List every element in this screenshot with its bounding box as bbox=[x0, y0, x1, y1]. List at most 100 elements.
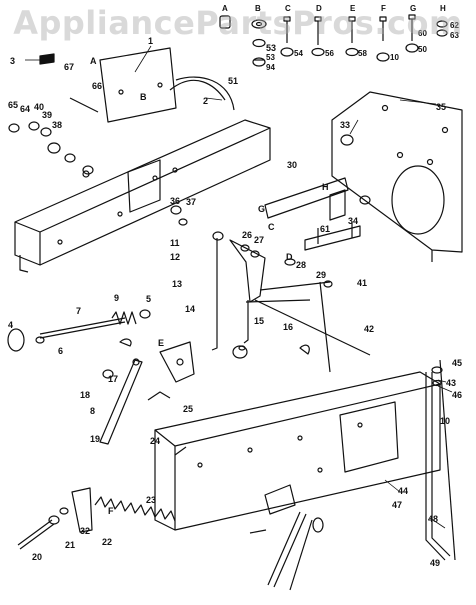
callout-33: 33 bbox=[340, 120, 350, 130]
svg-text:E: E bbox=[350, 4, 356, 13]
svg-text:D: D bbox=[316, 4, 322, 13]
callout-47: 47 bbox=[392, 500, 402, 510]
callout-20: 20 bbox=[32, 552, 42, 562]
callout-22: 22 bbox=[102, 537, 112, 547]
callout-29: 29 bbox=[316, 270, 326, 280]
arm-48 bbox=[439, 359, 456, 561]
callout-15: 15 bbox=[254, 316, 264, 326]
svg-text:10: 10 bbox=[390, 53, 399, 62]
shaft-7 bbox=[39, 317, 126, 339]
callout-labels: 1 2 3 4 5 6 7 8 9 10 11 12 13 14 15 16 1… bbox=[8, 36, 462, 568]
callout-46: 46 bbox=[452, 390, 462, 400]
linkage-hardware-left bbox=[8, 97, 99, 175]
center-linkage bbox=[211, 231, 333, 373]
callout-37: 37 bbox=[186, 197, 196, 207]
callout-3: 3 bbox=[10, 56, 15, 66]
rail-42 bbox=[254, 299, 371, 356]
svg-text:D: D bbox=[286, 252, 293, 262]
bracket-30 bbox=[264, 177, 361, 251]
svg-text:H: H bbox=[440, 4, 446, 13]
svg-text:G: G bbox=[410, 4, 416, 13]
callout-2: 2 bbox=[203, 96, 208, 106]
callout-39: 39 bbox=[42, 110, 52, 120]
callout-41: 41 bbox=[357, 278, 367, 288]
callout-65: 65 bbox=[8, 100, 18, 110]
svg-text:F: F bbox=[381, 4, 386, 13]
svg-text:56: 56 bbox=[325, 49, 334, 58]
lever-assembly-19 bbox=[99, 338, 195, 445]
callout-42: 42 bbox=[364, 324, 374, 334]
svg-text:54: 54 bbox=[294, 49, 303, 58]
rod-47 bbox=[425, 372, 451, 561]
hardware-legend bbox=[219, 14, 448, 67]
callout-5: 5 bbox=[146, 294, 151, 304]
svg-text:H: H bbox=[322, 182, 329, 192]
callout-43: 43 bbox=[446, 378, 456, 388]
cap-3 bbox=[39, 53, 55, 65]
callout-4: 4 bbox=[8, 320, 13, 330]
svg-text:53: 53 bbox=[266, 53, 275, 62]
svg-text:50: 50 bbox=[418, 45, 427, 54]
callout-67: 67 bbox=[64, 62, 74, 72]
callout-66: 66 bbox=[92, 81, 102, 91]
callout-9: 9 bbox=[114, 293, 119, 303]
svg-text:B: B bbox=[255, 4, 261, 13]
svg-text:F: F bbox=[108, 506, 114, 516]
callout-48: 48 bbox=[428, 514, 438, 524]
callout-12: 12 bbox=[170, 252, 180, 262]
svg-text:63: 63 bbox=[450, 31, 459, 40]
callout-64: 64 bbox=[20, 104, 30, 114]
callout-13: 13 bbox=[172, 279, 182, 289]
svg-text:C: C bbox=[285, 4, 291, 13]
callout-11: 11 bbox=[170, 238, 180, 248]
callout-26: 26 bbox=[242, 230, 252, 240]
bolt-34 bbox=[359, 195, 371, 205]
legend-labels: A B C D E F G H 62 63 53 94 54 56 58 60 … bbox=[222, 4, 459, 72]
svg-text:A: A bbox=[90, 56, 97, 66]
callout-21: 21 bbox=[65, 540, 75, 550]
svg-text:94: 94 bbox=[266, 63, 275, 72]
callout-51: 51 bbox=[228, 76, 238, 86]
svg-text:60: 60 bbox=[418, 29, 427, 38]
callout-32: 32 bbox=[80, 526, 90, 536]
callout-53: 53 bbox=[266, 43, 276, 53]
callout-24: 24 bbox=[150, 436, 160, 446]
callout-38: 38 bbox=[52, 120, 62, 130]
clip-16 bbox=[299, 344, 310, 355]
callout-35: 35 bbox=[436, 102, 446, 112]
callout-8: 8 bbox=[90, 406, 95, 416]
bracket-22 bbox=[71, 487, 93, 533]
side-plate-35 bbox=[331, 91, 463, 262]
callout-19: 19 bbox=[90, 434, 100, 444]
callout-18: 18 bbox=[80, 390, 90, 400]
callout-23: 23 bbox=[146, 495, 156, 505]
callout-14: 14 bbox=[185, 304, 195, 314]
svg-text:A: A bbox=[222, 4, 228, 13]
callout-44: 44 bbox=[398, 486, 408, 496]
callout-17: 17 bbox=[108, 374, 118, 384]
callout-45: 45 bbox=[452, 358, 462, 368]
bracket-plate-1 bbox=[99, 47, 235, 123]
svg-text:B: B bbox=[140, 92, 147, 102]
svg-text:58: 58 bbox=[358, 49, 367, 58]
bolt-20 bbox=[17, 519, 55, 550]
spring-23 bbox=[94, 496, 176, 522]
svg-text:G: G bbox=[258, 204, 265, 214]
callout-34: 34 bbox=[348, 216, 358, 226]
lower-frame-rail bbox=[154, 371, 441, 531]
detail-letters: A B C D E F G H bbox=[90, 56, 329, 516]
svg-text:E: E bbox=[158, 338, 164, 348]
callout-10: 10 bbox=[440, 416, 450, 426]
callout-28: 28 bbox=[296, 260, 306, 270]
lower-lever-cluster bbox=[249, 484, 324, 591]
callout-6: 6 bbox=[58, 346, 63, 356]
callout-27: 27 bbox=[254, 235, 264, 245]
upper-frame-rail bbox=[14, 119, 271, 273]
svg-text:62: 62 bbox=[450, 21, 459, 30]
callout-36: 36 bbox=[170, 196, 180, 206]
callout-61: 61 bbox=[320, 224, 330, 234]
callout-16: 16 bbox=[283, 322, 293, 332]
callout-7: 7 bbox=[76, 306, 81, 316]
